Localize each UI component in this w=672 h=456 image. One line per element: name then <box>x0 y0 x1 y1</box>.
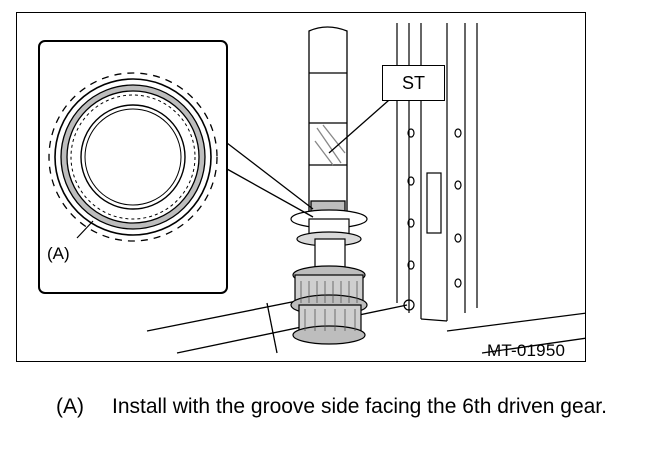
caption-marker: (A) <box>56 395 84 418</box>
detail-leader-bottom <box>226 168 314 218</box>
special-tool-shaft <box>308 26 348 216</box>
sleeve-gear-detail <box>48 72 218 242</box>
detail-leader-top <box>226 142 314 210</box>
a-leader-line <box>76 220 94 239</box>
a-callout: (A) <box>47 244 70 263</box>
installation-figure: ST (A) MT-01950 <box>16 12 586 362</box>
gear-press-illustration <box>38 23 585 354</box>
gear-teeth-lines <box>300 281 358 331</box>
figure-id: MT-01950 <box>487 341 566 360</box>
column-holes <box>403 128 462 311</box>
gear-stack <box>290 209 368 345</box>
st-callout: ST <box>382 65 445 101</box>
st-label: ST <box>401 73 425 93</box>
st-leader-line <box>328 92 398 154</box>
caption-text: Install with the groove side facing the … <box>112 395 607 418</box>
